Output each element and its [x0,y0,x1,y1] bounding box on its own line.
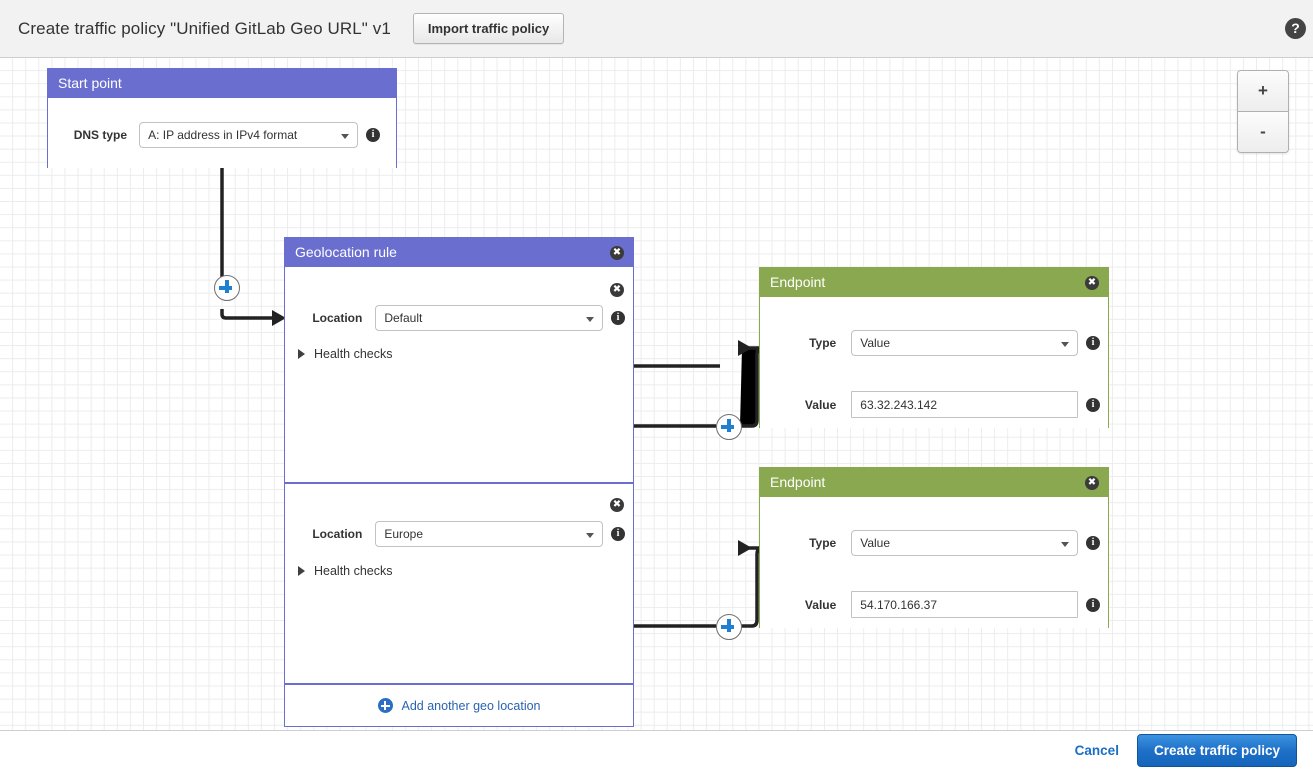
endpoint-type-info-icon[interactable]: i [1086,536,1100,550]
location-label: Location [312,527,363,541]
zoom-controls: + - [1237,70,1289,153]
close-icon[interactable]: ✖ [1085,476,1099,490]
zoom-in-button[interactable]: + [1238,71,1288,112]
cancel-button[interactable]: Cancel [1074,743,1119,758]
dns-type-value: A: IP address in IPv4 format [148,128,298,142]
endpoint-header: Endpoint ✖ [760,468,1108,497]
location-info-icon[interactable]: i [611,527,625,541]
endpoint-type-info-icon[interactable]: i [1086,336,1100,350]
endpoint-value-input[interactable] [851,591,1078,618]
location-label: Location [312,311,363,325]
endpoint-type-label: Type [809,336,837,350]
add-geo-location-button[interactable]: Add another geo location [285,683,633,726]
geolocation-rule-title: Geolocation rule [295,244,397,260]
endpoint-card-2: Endpoint ✖ Type Value i Value i [759,467,1109,628]
remove-geo-location-icon[interactable]: ✖ [610,498,624,512]
chevron-down-icon [1061,342,1069,347]
endpoint-header: Endpoint ✖ [760,268,1108,297]
geolocation-rule-header: Geolocation rule ✖ [285,238,633,267]
endpoint-title: Endpoint [770,274,826,290]
connector-lines [220,168,764,628]
chevron-down-icon [586,317,594,322]
endpoint-type-value: Value [860,536,891,550]
geo-location-section: ✖ Location Default i Health checks [285,267,633,482]
location-value: Europe [384,527,424,541]
chevron-down-icon [1061,542,1069,547]
dns-type-label: DNS type [73,128,128,142]
zoom-out-button[interactable]: - [1238,112,1288,152]
close-icon[interactable]: ✖ [1085,276,1099,290]
endpoint-value-label: Value [804,397,837,412]
health-checks-toggle[interactable]: Health checks [298,564,393,578]
endpoint-value-info-icon[interactable]: i [1086,597,1100,612]
page-title: Create traffic policy "Unified GitLab Ge… [18,18,391,38]
chevron-down-icon [341,134,349,139]
close-icon[interactable]: ✖ [610,246,624,260]
endpoint-type-select[interactable]: Value [851,530,1078,556]
top-bar: Create traffic policy "Unified GitLab Ge… [0,0,1313,58]
endpoint-card-1: Endpoint ✖ Type Value i Value i [759,267,1109,428]
geo-section-divider [285,482,633,484]
plus-icon [377,698,393,713]
add-node-before-endpoint-1[interactable] [716,414,742,440]
geolocation-rule-card: Geolocation rule ✖ ✖ Location Default i … [284,237,634,727]
start-point-header: Start point [48,69,396,98]
endpoint-title: Endpoint [770,474,826,490]
location-select-europe[interactable]: Europe [375,521,603,547]
location-select-default[interactable]: Default [375,305,603,331]
geo-location-section: ✖ Location Europe i Health checks [285,484,633,683]
help-icon[interactable]: ? [1285,18,1306,39]
endpoint-value-label: Value [804,597,837,612]
start-point-card: Start point DNS type A: IP address in IP… [47,68,397,168]
remove-geo-location-icon[interactable]: ✖ [610,283,624,297]
chevron-right-icon [298,566,305,576]
footer-bar: Cancel Create traffic policy [0,730,1313,770]
health-checks-label: Health checks [314,564,393,578]
dns-type-select[interactable]: A: IP address in IPv4 format [139,122,358,148]
endpoint-type-label: Type [809,536,837,550]
health-checks-toggle[interactable]: Health checks [298,347,393,361]
create-traffic-policy-button[interactable]: Create traffic policy [1136,734,1297,767]
location-value: Default [384,311,423,325]
dns-type-info-icon[interactable]: i [366,128,380,142]
endpoint-value-info-icon[interactable]: i [1086,397,1100,412]
endpoint-value-input[interactable] [851,391,1078,418]
chevron-down-icon [586,533,594,538]
health-checks-label: Health checks [314,347,393,361]
chevron-right-icon [298,349,305,359]
endpoint-type-select[interactable]: Value [851,330,1078,356]
add-node-before-endpoint-2[interactable] [716,614,742,640]
endpoint-type-value: Value [860,336,891,350]
import-traffic-policy-button[interactable]: Import traffic policy [412,13,565,44]
policy-canvas[interactable]: Start point DNS type A: IP address in IP… [0,58,1313,730]
start-point-title: Start point [58,75,122,91]
add-node-after-start-point[interactable] [214,275,240,301]
add-geo-location-label: Add another geo location [401,698,541,713]
location-info-icon[interactable]: i [611,311,625,325]
